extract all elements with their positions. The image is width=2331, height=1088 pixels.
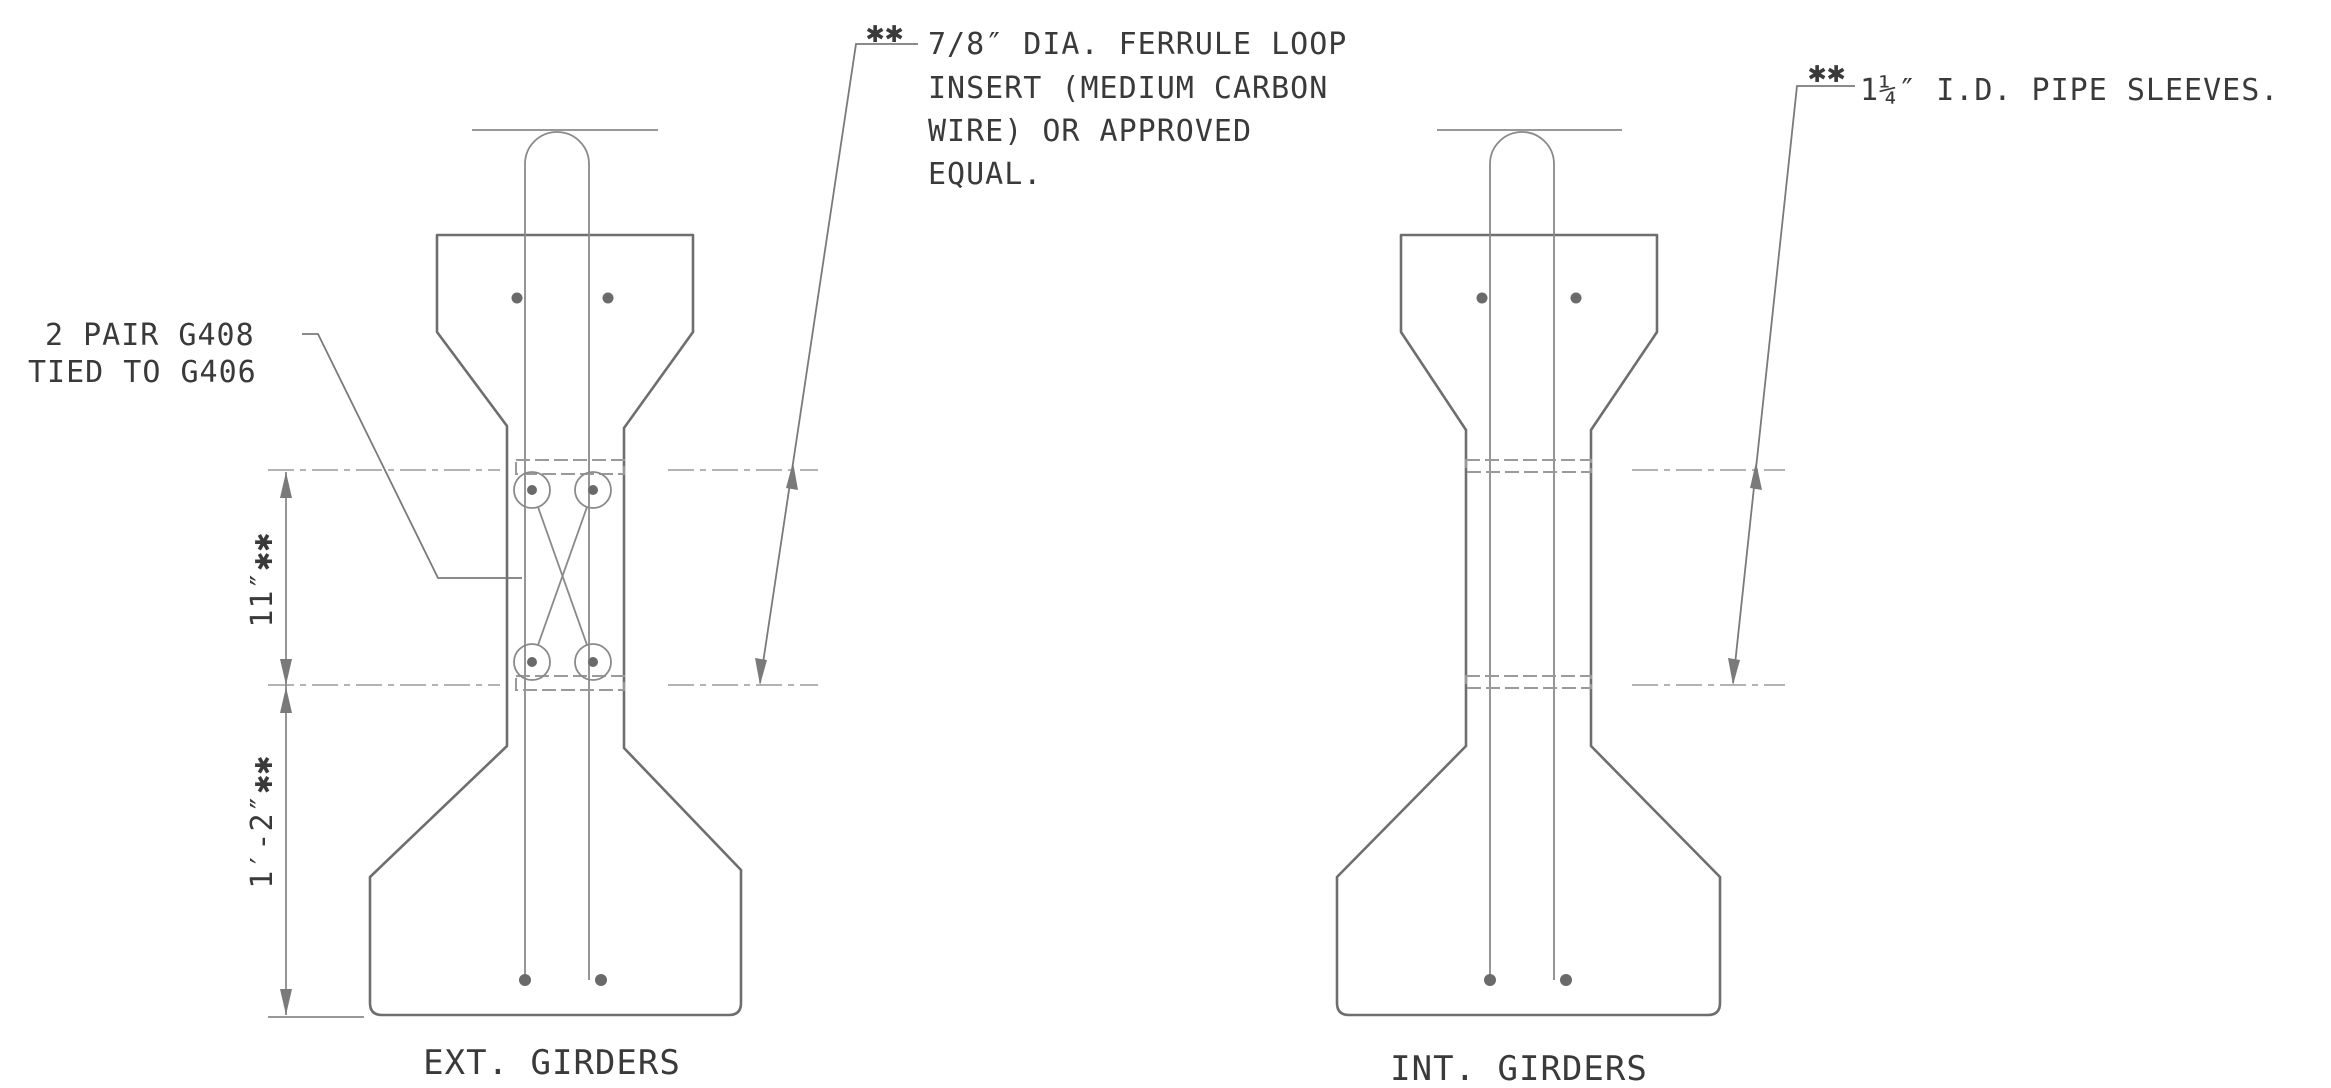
int-upper-sleeve xyxy=(1465,459,1592,473)
ext-dim-arrow-top xyxy=(280,472,292,498)
dim-upper-label: 11″✱✱ xyxy=(245,532,280,627)
ext-tie-bar-2 xyxy=(537,506,588,646)
sleeve-leader-arrow-mid xyxy=(1750,462,1762,490)
int-top-strand-left xyxy=(1476,292,1488,304)
ferrule-leader-arrow-mid xyxy=(786,462,798,490)
ext-lower-ferrule-left xyxy=(513,643,551,681)
pair-label-leader xyxy=(302,333,522,579)
int-top-strand-right xyxy=(1570,292,1582,304)
int-girders-title: INT. GIRDERS xyxy=(1390,1049,1648,1088)
ext-dim-arrow-mid-up xyxy=(280,659,292,685)
dim-lower-label: 1′-2″✱✱ xyxy=(245,755,280,888)
int-stirrup-loop xyxy=(1489,131,1555,980)
ext-girders-title: EXT. GIRDERS xyxy=(423,1043,681,1083)
ferrule-leader-arrow-end xyxy=(755,658,767,685)
ext-upper-ferrule-right xyxy=(574,471,612,509)
ext-dim-arrow-bottom xyxy=(280,989,292,1015)
ext-upper-ferrule-right-core xyxy=(588,485,598,495)
ext-lower-insert-band xyxy=(515,675,625,691)
ext-girder: 11″✱✱ 1′-2″✱✱ 2 PAIR G408 TIED TO G406 E… xyxy=(28,129,818,1083)
ext-lower-ferrule-right-core xyxy=(588,657,598,667)
int-bottom-strand-left xyxy=(1484,974,1496,986)
pair-label-line1: 2 PAIR G408 xyxy=(45,318,255,353)
sleeve-leader-arrow-end xyxy=(1728,658,1740,685)
int-girder-outline xyxy=(1335,233,1722,1017)
ferrule-label-line1: 7/8″ DIA. FERRULE LOOP xyxy=(928,27,1347,62)
ext-top-strand-left xyxy=(511,292,523,304)
ferrule-label-line4: EQUAL. xyxy=(928,157,1042,192)
sleeve-label: 1¼″ I.D. PIPE SLEEVES. xyxy=(1860,73,2279,108)
ext-lower-ferrule-right xyxy=(574,643,612,681)
ext-stirrup-loop xyxy=(524,131,590,980)
sleeve-leader xyxy=(1732,85,1855,684)
ferrule-label-line2: INSERT (MEDIUM CARBON xyxy=(928,71,1328,106)
ext-dim-arrow-mid-down xyxy=(280,687,292,713)
pair-label-line2: TIED TO G406 xyxy=(28,355,257,390)
ferrule-callout: ✱✱ 7/8″ DIA. FERRULE LOOP INSERT (MEDIUM… xyxy=(755,15,1347,685)
ext-bottom-strand-left xyxy=(519,974,531,986)
ferrule-label-line3: WIRE) OR APPROVED xyxy=(928,114,1252,149)
int-bottom-strand-right xyxy=(1560,974,1572,986)
sleeve-callout: ✱✱ 1¼″ I.D. PIPE SLEEVES. xyxy=(1728,55,2279,685)
int-girder: INT. GIRDERS xyxy=(1335,129,1785,1088)
int-lower-sleeve xyxy=(1465,675,1592,689)
ext-bottom-strand-right xyxy=(595,974,607,986)
ferrule-leader xyxy=(759,43,918,684)
ext-girder-outline xyxy=(368,233,743,1017)
ext-lower-ferrule-left-core xyxy=(527,657,537,667)
ext-upper-ferrule-left xyxy=(513,471,551,509)
ext-top-strand-right xyxy=(602,292,614,304)
ext-upper-insert-band xyxy=(515,459,625,475)
ext-upper-ferrule-left-core xyxy=(527,485,537,495)
sleeve-marker: ✱✱ xyxy=(1808,55,1846,90)
